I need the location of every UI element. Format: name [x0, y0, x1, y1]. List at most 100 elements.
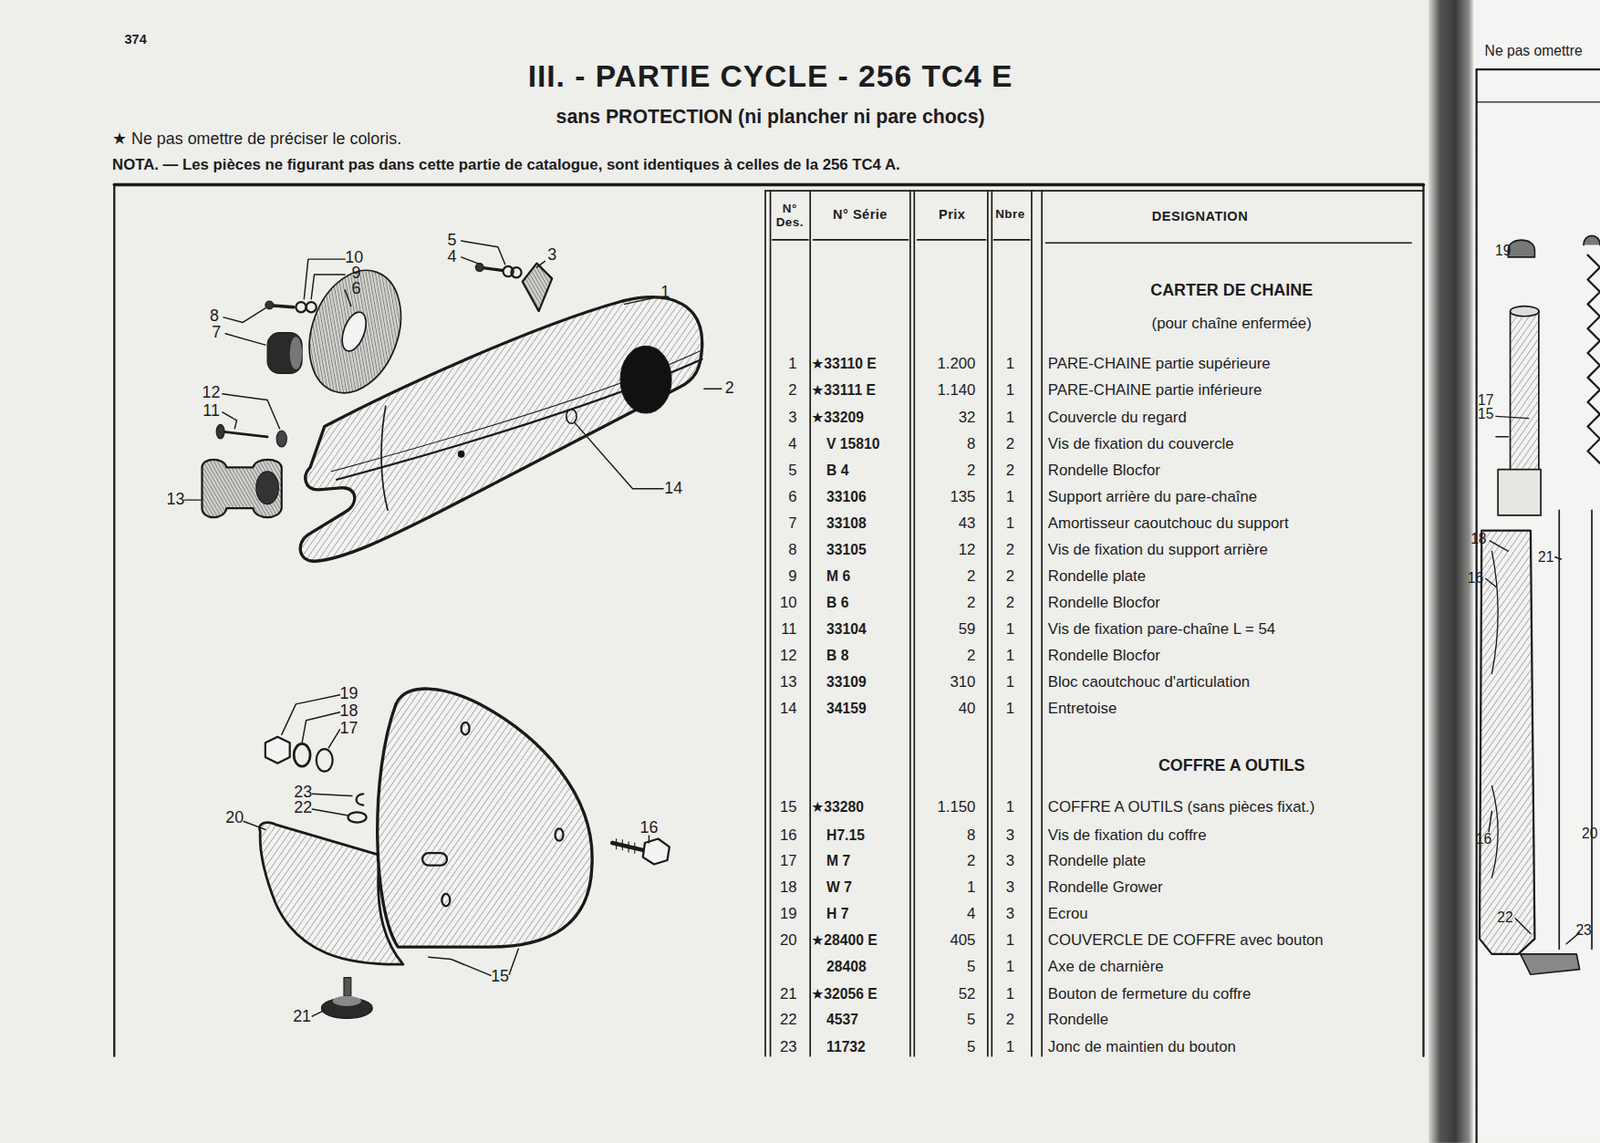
callout-number: 17 [1477, 392, 1494, 408]
table-cell: 33106 [826, 488, 867, 505]
table-cell: 1 [1006, 515, 1015, 532]
table-cell: 10 [779, 594, 798, 612]
table-cell: PARE-CHAINE partie supérieure [1048, 355, 1271, 373]
table-cell: 21 [779, 985, 798, 1002]
callout-number: 20 [225, 809, 244, 828]
table-cell: Rondelle Blocfor [1048, 594, 1161, 612]
table-cell: PARE-CHAINE partie inférieure [1048, 382, 1263, 399]
callout-number: 16 [1475, 831, 1492, 847]
subtitle: sans PROTECTION (ni plancher ni pare cho… [556, 106, 986, 128]
table-cell: 34159 [826, 701, 867, 717]
table-cell: 1 [1006, 408, 1015, 426]
table-cell: 2 [1006, 435, 1015, 452]
table-cell: 2 [1006, 1010, 1015, 1028]
table-cell: 28408 [826, 959, 867, 976]
table-cell: 1 [1006, 647, 1015, 665]
table-cell: 3 [788, 408, 797, 426]
table-cell: 310 [949, 674, 976, 691]
table-cell: H 7 [826, 906, 849, 923]
table-cell: 1 [1006, 958, 1015, 976]
table-cell: 33104 [826, 622, 867, 638]
table-cell: ★33110 E [810, 356, 877, 373]
table-cell: 33108 [826, 515, 867, 531]
table-cell: COUVERCLE DE COFFRE avec bouton [1048, 932, 1324, 949]
callout-number: 3 [547, 246, 557, 265]
column-header: DESIGNATION [1152, 208, 1248, 224]
table-cell: H7.15 [826, 828, 865, 844]
table-cell: 19 [779, 905, 798, 923]
table-cell: Rondelle Grower [1048, 879, 1164, 896]
table-cell: 1 [788, 355, 797, 373]
table-cell: Axe de charnière [1048, 958, 1164, 976]
callout-number: 19 [1495, 243, 1511, 260]
table-cell: 2 [966, 461, 976, 478]
table-cell: 11 [780, 621, 797, 638]
table-cell: Rondelle plate [1048, 852, 1146, 870]
table-cell: 1 [1006, 1038, 1015, 1055]
callout-number: 14 [664, 479, 683, 499]
callout-number: 22 [1496, 909, 1513, 925]
table-cell: 5 [788, 461, 797, 478]
table-cell: 43 [958, 515, 977, 532]
table-cell: Rondelle [1048, 1010, 1109, 1028]
table-cell: 7 [788, 515, 797, 532]
callout-number: 5 [447, 231, 458, 250]
table-cell: Bouton de fermeture du coffre [1048, 985, 1251, 1002]
table-cell: 3 [1006, 827, 1015, 844]
callout-number: 16 [639, 819, 658, 838]
table-cell: Entretoise [1048, 700, 1118, 717]
table-cell: ★32056 E [810, 986, 877, 1002]
table-cell: M 7 [826, 853, 851, 870]
table-cell: 23 [779, 1038, 798, 1055]
table-cell: 33105 [826, 541, 867, 558]
callout-number: 21 [292, 1007, 312, 1027]
table-cell: 32 [958, 408, 977, 426]
table-cell: Couvercle du regard [1048, 408, 1187, 426]
page-title: III. - PARTIE CYCLE - 256 TC4 E [528, 59, 1014, 94]
table-cell: 9 [788, 568, 797, 585]
note: ★ Ne pas omettre de préciser le coloris. [112, 130, 402, 149]
table-cell: ★33280 [810, 799, 864, 815]
table-cell: 135 [949, 488, 976, 506]
callout-number: 8 [209, 307, 219, 326]
callout-number: 22 [293, 799, 312, 818]
table-cell: 1.140 [936, 382, 976, 399]
table-cell: 5 [966, 1010, 976, 1028]
table-cell: 59 [958, 621, 977, 638]
callout-number: 1 [660, 283, 670, 302]
section-heading: CARTER DE CHAINE [1150, 281, 1313, 301]
table-cell: M 6 [826, 568, 851, 584]
table-cell: Vis de fixation du couvercle [1048, 435, 1235, 452]
table-cell: Ecrou [1048, 905, 1089, 923]
table-cell: 2 [966, 594, 976, 612]
table-cell: 5 [966, 958, 976, 976]
table-cell: 1.150 [936, 799, 976, 816]
table-cell: 11732 [826, 1038, 866, 1055]
table-cell: 2 [1006, 541, 1015, 559]
table-cell: 2 [788, 382, 797, 399]
table-cell: 4 [788, 435, 797, 452]
callout-number: 7 [211, 323, 221, 343]
table-cell: 13 [779, 674, 798, 691]
callout-number: 17 [340, 719, 359, 738]
table-cell: B 8 [826, 648, 849, 665]
table-cell: Vis de fixation pare-chaîne L = 54 [1048, 621, 1276, 638]
table-cell: 3 [1006, 852, 1015, 870]
table-cell: 8 [966, 827, 976, 844]
table-cell: 3 [1006, 879, 1015, 896]
table-cell: 12 [958, 541, 977, 559]
callout-number: 20 [1581, 825, 1598, 842]
table-cell: 2 [1006, 594, 1015, 612]
table-cell: 14 [779, 700, 798, 717]
table-cell: Rondelle Blocfor [1048, 461, 1161, 478]
section-heading: (pour chaîne enfermée) [1152, 314, 1312, 332]
table-cell: Vis de fixation du support arrière [1048, 541, 1268, 559]
table-cell: 4 [966, 905, 976, 923]
table-cell: Rondelle plate [1048, 568, 1146, 585]
table-cell: 5 [966, 1038, 976, 1055]
table-cell: 20 [779, 932, 798, 949]
column-header: N° Série [832, 207, 888, 222]
callout-number: 16 [1467, 571, 1484, 587]
section-heading: COFFRE A OUTILS [1158, 757, 1306, 776]
column-header: Nbre [995, 207, 1026, 222]
